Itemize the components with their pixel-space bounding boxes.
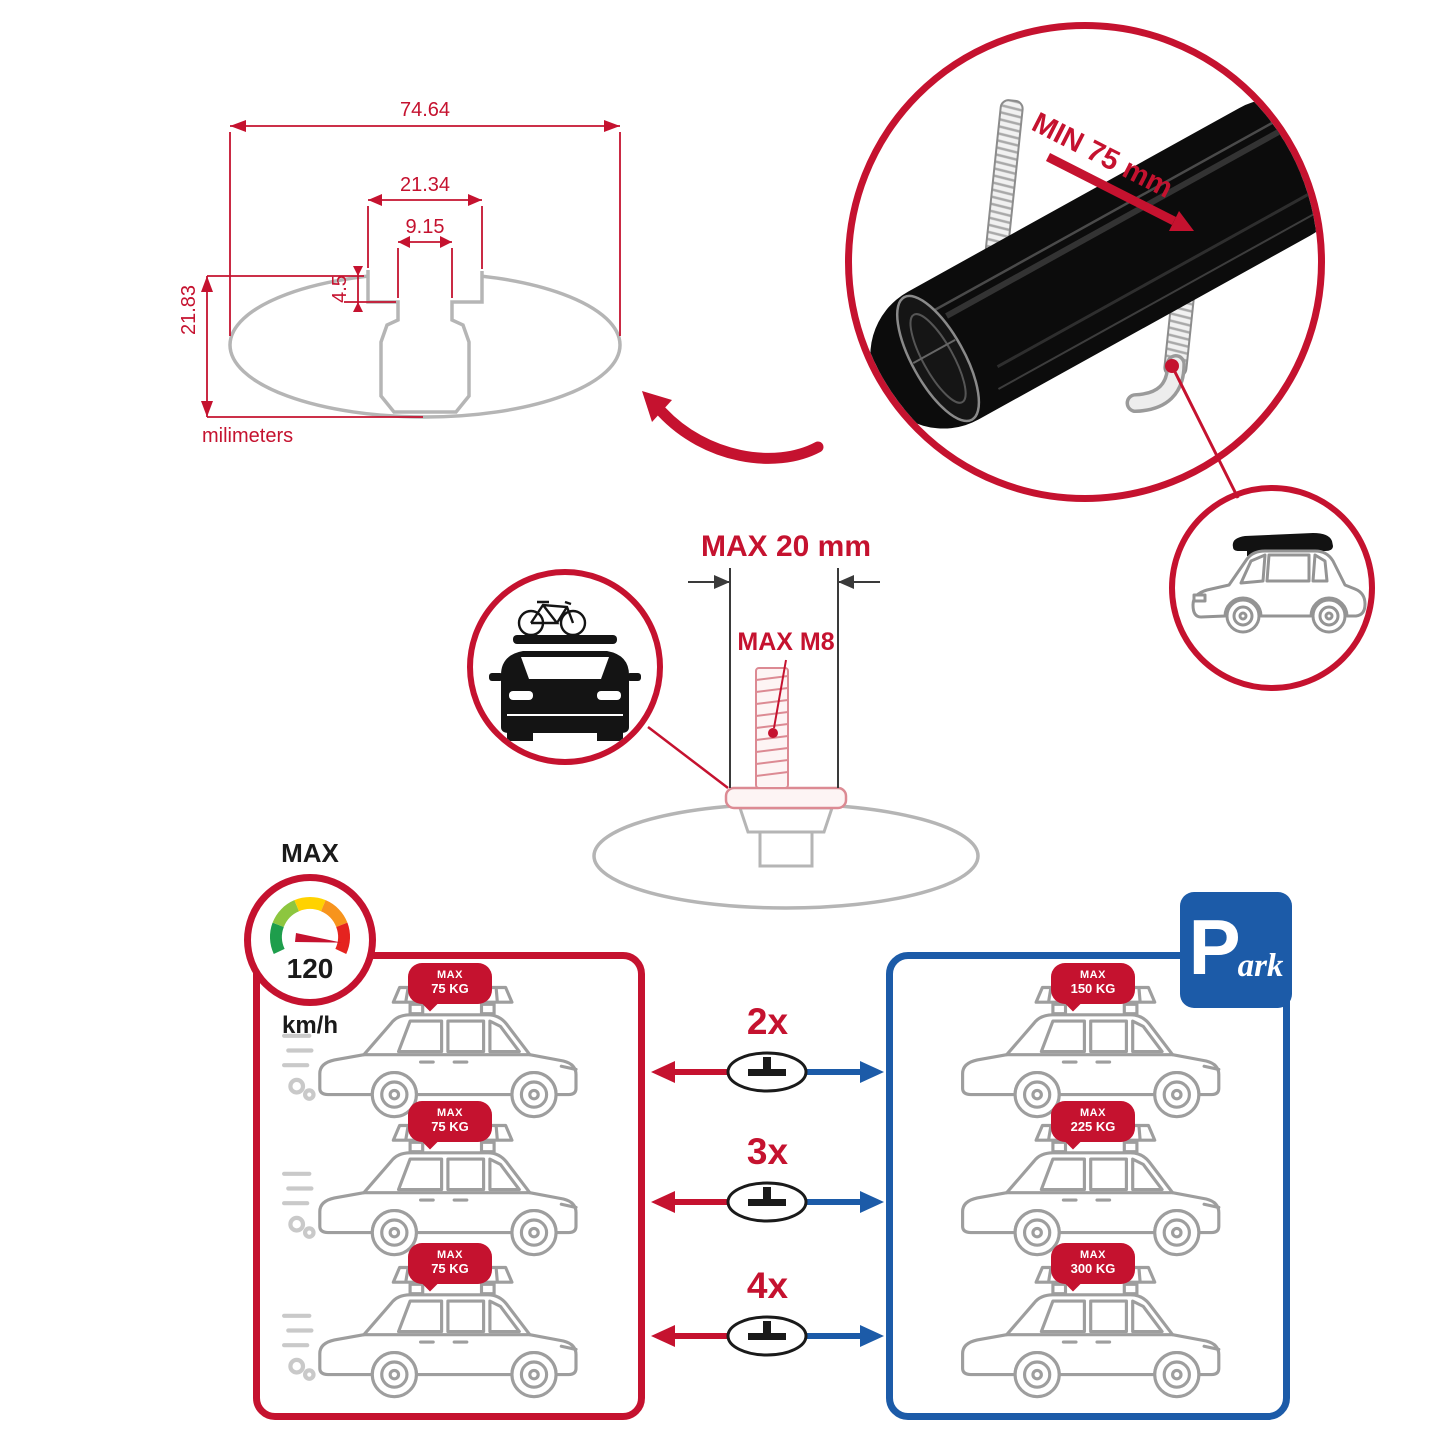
parked-car-row: MAX 225 KG — [929, 1101, 1244, 1267]
tag-weight: 225 KG — [1070, 1118, 1116, 1134]
driving-car-row: MAX 75 KG — [282, 1101, 597, 1267]
tag-weight: 75 KG — [431, 1118, 469, 1134]
tag-weight: 150 KG — [1070, 980, 1116, 996]
speed-unit-label: km/h — [281, 1012, 338, 1039]
crossbar-render: MIN 75 mm — [870, 96, 1318, 429]
bolt-dimension-lines — [688, 568, 880, 788]
driving-load-box: MAX 75 KG MAX 75 KG MAX 75 KG — [253, 952, 645, 1420]
driving-car-row: MAX 75 KG — [282, 1243, 597, 1409]
roof-load-tag: MAX 300 KG — [1051, 1243, 1135, 1284]
tag-max: MAX — [437, 969, 463, 981]
t-slot-profile — [366, 270, 484, 414]
bar-count-label: 4x — [746, 1265, 789, 1306]
speed-max-label: MAX — [281, 838, 339, 868]
dim-opening: 21.34 — [400, 174, 450, 196]
suv-roofbox-circle — [1169, 485, 1375, 691]
bolt-icon — [724, 667, 848, 810]
car-bike-circle — [467, 569, 663, 765]
dimension-lines — [201, 120, 621, 418]
parking-sign: P ark — [1180, 892, 1292, 1008]
crossbar-detail-circle: MIN 75 mm — [845, 22, 1325, 502]
speed-value: 120 — [287, 953, 334, 984]
roof-load-tag: MAX 75 KG — [408, 1243, 492, 1284]
car-bike-icon — [489, 600, 641, 741]
m8-leader-line — [773, 659, 787, 729]
roof-load-tag: MAX 225 KG — [1051, 1101, 1135, 1142]
m8-leader-dot — [768, 728, 778, 738]
bar-count-row: 3x — [645, 1130, 890, 1235]
t-nut-adapter — [737, 806, 835, 868]
bolt-max-length-label: MAX 20 mm — [701, 530, 871, 563]
bar-count-label: 2x — [746, 1001, 789, 1042]
dim-step: 4.5 — [329, 275, 351, 303]
gauge-needle — [295, 933, 342, 943]
bar-count-arrows-icon — [651, 1051, 884, 1093]
parked-car-row: MAX 150 KG — [929, 963, 1244, 1129]
tag-max: MAX — [1080, 969, 1106, 981]
bar-count-arrows-icon — [651, 1181, 884, 1223]
parking-letter: P — [1188, 903, 1241, 991]
car-front-icon — [489, 635, 641, 741]
parked-load-box: MAX 150 KG MAX 225 KG MAX 300 KG — [886, 952, 1290, 1420]
dim-unit-label: milimeters — [202, 425, 293, 447]
suv-roofbox-icon — [1191, 533, 1367, 634]
cross-section-dimension-diagram: 74.64 21.34 9.15 4.5 21.83 milimeters — [178, 99, 622, 447]
bar-count-row: 2x — [645, 1000, 890, 1105]
dim-slot: 9.15 — [406, 216, 445, 238]
bolt-max-thread-label: MAX M8 — [737, 628, 834, 656]
speedometer-circle: 120 — [244, 874, 376, 1006]
dim-height: 21.83 — [178, 285, 200, 335]
bolt-dimension-diagram: MAX 20 mm MAX M8 — [592, 530, 980, 910]
bicycle-icon — [517, 600, 587, 637]
driving-car-row: MAX 75 KG — [282, 963, 597, 1129]
dim-total-width: 74.64 — [400, 99, 450, 121]
roof-load-tag: MAX 75 KG — [408, 963, 492, 1004]
bar-count-row: 4x — [645, 1264, 890, 1369]
black-crossbar-icon — [870, 96, 1318, 429]
tag-max: MAX — [1080, 1249, 1106, 1261]
tag-weight: 75 KG — [431, 1260, 469, 1276]
parking-suffix: ark — [1237, 948, 1284, 984]
tag-max: MAX — [437, 1107, 463, 1119]
tag-max: MAX — [437, 1249, 463, 1261]
tag-weight: 75 KG — [431, 980, 469, 996]
speedometer-gauge-icon: 120 — [269, 897, 351, 984]
bar-count-arrows-icon — [651, 1315, 884, 1357]
roof-load-tag: MAX 75 KG — [408, 1101, 492, 1142]
bar-count-label: 3x — [746, 1131, 789, 1172]
tag-max: MAX — [1080, 1107, 1106, 1119]
roof-load-tag: MAX 150 KG — [1051, 963, 1135, 1004]
parked-car-row: MAX 300 KG — [929, 1243, 1244, 1409]
tag-weight: 300 KG — [1070, 1260, 1116, 1276]
